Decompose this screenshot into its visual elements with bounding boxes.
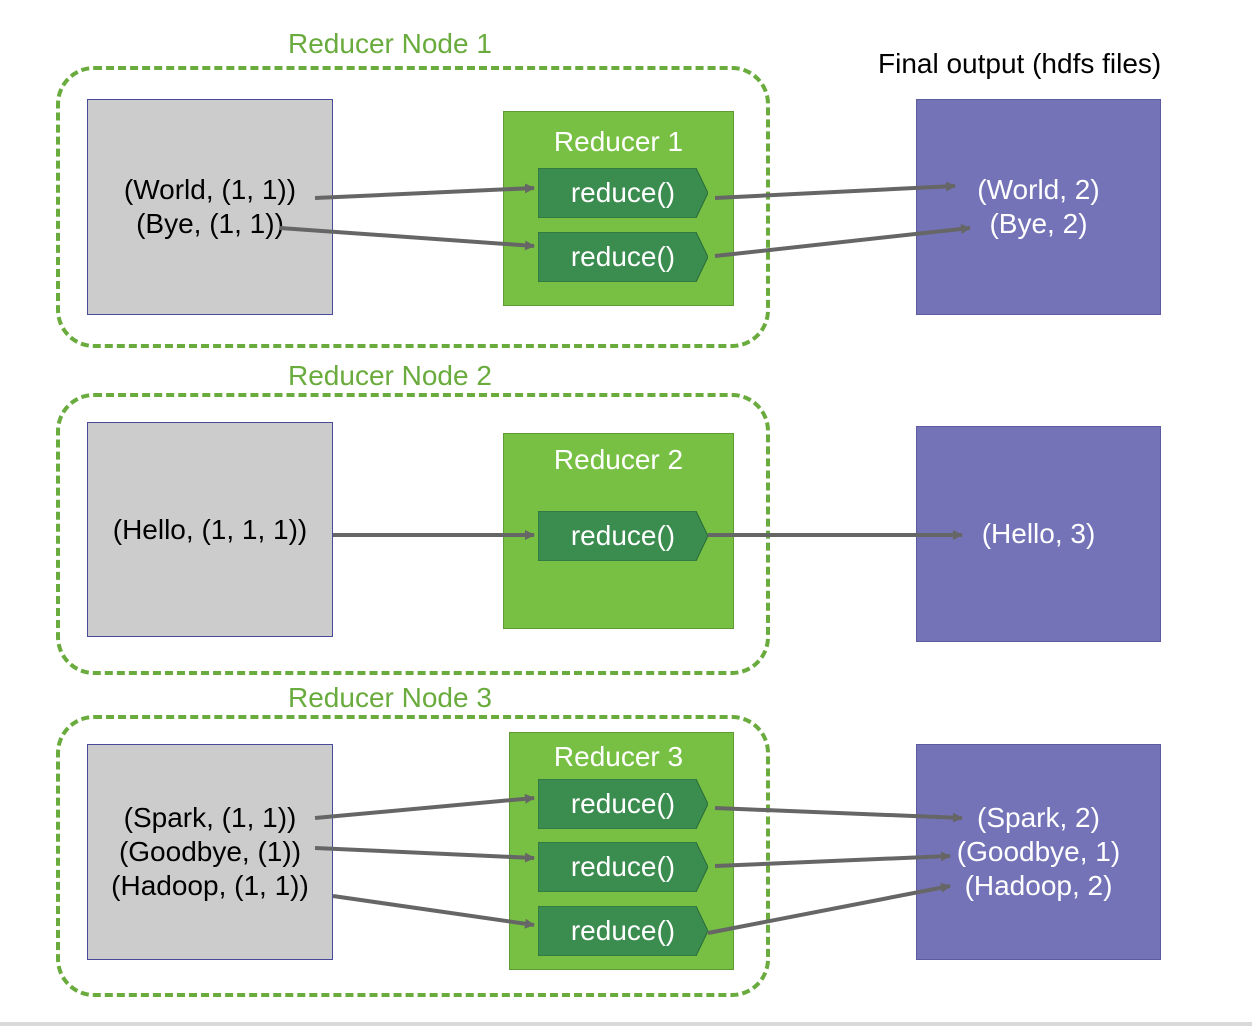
reducer-node-1-title: Reducer Node 1 <box>288 28 492 59</box>
input-line: (Bye, (1, 1)) <box>136 208 284 239</box>
node-1-output-file: (World, 2) (Bye, 2) <box>916 99 1161 315</box>
reduce-function: reduce() <box>538 511 708 561</box>
reduce-function: reduce() <box>538 168 708 218</box>
reduce-function-label: reduce() <box>570 520 676 551</box>
node-1-input-box: (World, (1, 1)) (Bye, (1, 1)) <box>87 99 333 315</box>
node-2-input-box: (Hello, (1, 1, 1)) <box>87 422 333 637</box>
reduce-function-label: reduce() <box>570 788 676 819</box>
output-line: (Bye, 2) <box>989 208 1088 239</box>
output-line: (Spark, 2) <box>977 802 1100 833</box>
reduce-function-label: reduce() <box>570 241 676 272</box>
input-line: (Spark, (1, 1)) <box>123 802 297 833</box>
reducer-3-title: Reducer 3 <box>553 741 684 772</box>
output-line: (Hello, 3) <box>981 518 1096 549</box>
input-line: (Hadoop, (1, 1)) <box>111 870 309 901</box>
output-line: (Hadoop, 2) <box>964 870 1113 901</box>
reducer-1-title: Reducer 1 <box>553 126 684 157</box>
reduce-function: reduce() <box>538 842 708 892</box>
input-line: (Hello, (1, 1, 1)) <box>112 513 308 545</box>
reduce-function: reduce() <box>538 232 708 282</box>
reduce-function-label: reduce() <box>570 851 676 882</box>
reducer-node-3-title: Reducer Node 3 <box>288 682 492 713</box>
node-3-input-box: (Spark, (1, 1)) (Goodbye, (1)) (Hadoop, … <box>87 744 333 960</box>
input-line: (Goodbye, (1)) <box>118 836 302 867</box>
reduce-function: reduce() <box>538 779 708 829</box>
reduce-function-label: reduce() <box>570 915 676 946</box>
bottom-divider <box>0 1022 1252 1026</box>
final-output-title: Final output (hdfs files) <box>878 48 1162 79</box>
input-line: (World, (1, 1)) <box>123 174 297 205</box>
node-3-output-file: (Spark, 2) (Goodbye, 1) (Hadoop, 2) <box>916 744 1161 960</box>
node-2-output-file: (Hello, 3) <box>916 426 1161 642</box>
output-line: (Goodbye, 1) <box>956 836 1121 867</box>
reducer-2-title: Reducer 2 <box>553 444 684 475</box>
reducer-node-2-title: Reducer Node 2 <box>288 360 492 391</box>
reduce-function: reduce() <box>538 906 708 956</box>
reducer-node-1-border <box>56 66 770 348</box>
reduce-function-label: reduce() <box>570 177 676 208</box>
output-line: (World, 2) <box>977 174 1100 205</box>
